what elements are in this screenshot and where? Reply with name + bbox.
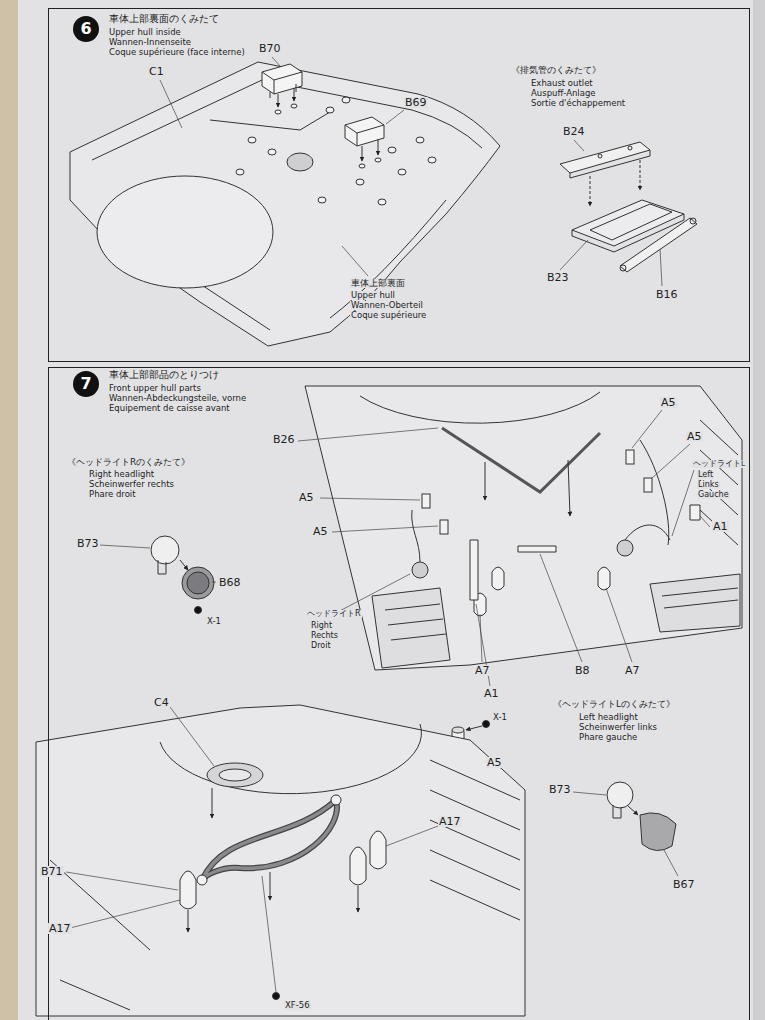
part-label: Exhaust outlet [530, 79, 594, 88]
step-heading: Upper hull inside [109, 28, 181, 37]
part-label: B70 [258, 43, 282, 54]
part-label: B16 [655, 289, 679, 300]
step-heading: Front upper hull parts [109, 384, 201, 393]
part-label: C4 [153, 697, 170, 708]
step-heading: Wannen-Abdeckungsteile, vorne [109, 394, 246, 403]
part-label: 《排気管のくみたて》 [510, 66, 602, 75]
part-label: 車体上部裏面 [350, 279, 406, 288]
part-label: Coque supérieure [350, 311, 427, 320]
step-number-text: 7 [80, 376, 91, 392]
part-label: A5 [298, 492, 315, 503]
part-label: 《ヘッドライトLのくみたて》 [552, 700, 676, 709]
part-label: Phare droit [88, 490, 137, 499]
part-label: Auspuff-Anlage [530, 89, 597, 98]
part-label: X-1 [492, 713, 508, 722]
step-heading: Wannen-Innenseite [109, 38, 191, 47]
part-label: Left headlight [578, 713, 639, 722]
step-number: 6 [73, 16, 99, 42]
part-label: A7 [624, 665, 641, 676]
part-label: A17 [438, 816, 462, 827]
part-label: Right [310, 622, 333, 630]
part-label: B73 [76, 538, 100, 549]
part-label: Phare gauche [578, 733, 638, 742]
step-number: 7 [73, 371, 99, 397]
part-label: A5 [486, 757, 503, 768]
part-label: B71 [40, 866, 64, 877]
part-label: C1 [148, 66, 165, 77]
part-label: ヘッドライトL [692, 460, 746, 468]
part-label: B73 [548, 784, 572, 795]
part-label: Left [697, 471, 714, 479]
part-label: Right headlight [88, 470, 155, 479]
step-heading: Coque supérieure (face interne) [109, 48, 245, 57]
part-label: Sortie d'échappement [530, 99, 626, 108]
part-label: Wannen-Oberteil [350, 301, 424, 310]
page-edge [753, 0, 765, 1020]
part-label: A7 [474, 665, 491, 676]
part-label: Scheinwerfer links [578, 723, 658, 732]
part-label: B69 [404, 97, 428, 108]
part-label: A5 [312, 526, 329, 537]
part-label: B67 [672, 879, 696, 890]
part-label: 《ヘッドライトRのくみたて》 [66, 458, 191, 467]
part-label: Gauche [697, 491, 730, 499]
page-edge [0, 0, 18, 1020]
part-label: X-1 [206, 617, 222, 626]
part-label: B8 [574, 665, 591, 676]
part-label: ヘッドライトR [306, 610, 362, 618]
part-label: B26 [272, 434, 296, 445]
part-label: A5 [660, 397, 677, 408]
step-heading: Equipement de caisse avant [109, 404, 230, 413]
part-label: A1 [712, 521, 729, 532]
part-label: Scheinwerfer rechts [88, 480, 175, 489]
part-label: A17 [48, 923, 72, 934]
part-label: Upper hull [350, 291, 396, 300]
step-heading: 車体上部裏面のくみたて [109, 14, 219, 24]
part-label: Links [697, 481, 720, 489]
part-label: A5 [686, 431, 703, 442]
part-label: B23 [546, 272, 570, 283]
step-number-text: 6 [80, 21, 91, 37]
part-label: Rechts [310, 632, 339, 640]
part-label: Droit [310, 642, 332, 650]
part-label: XF-56 [284, 1001, 311, 1010]
part-label: A1 [483, 688, 500, 699]
part-label: B68 [218, 577, 242, 588]
step-heading: 車体上部部品のとりつけ [109, 370, 219, 380]
part-label: B24 [562, 126, 586, 137]
